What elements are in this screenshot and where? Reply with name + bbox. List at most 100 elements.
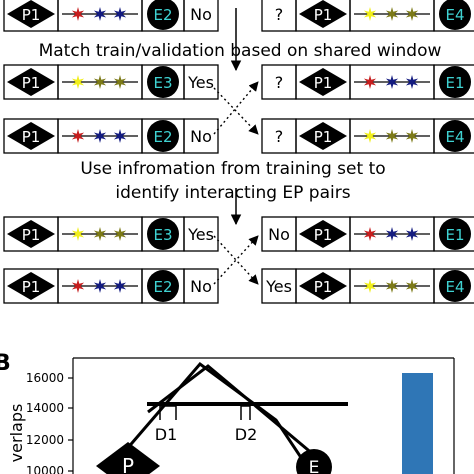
row-4-right-star-2: [385, 227, 399, 241]
row-2-left-label-box: [183, 64, 219, 100]
row-1-right-star-2: [385, 7, 399, 21]
d1-bracket: [159, 405, 177, 420]
row-3-right-star-2: [385, 129, 399, 143]
row-5-left-record: P1 E2 No: [3, 268, 219, 304]
row-5-left-star-1: [71, 279, 85, 293]
row-1-left-star-3: [113, 7, 127, 21]
row-3-right-promoter-diamond: [299, 122, 347, 150]
row-2-left-star-2: [93, 75, 107, 89]
row-3-left-label-box: [183, 118, 219, 154]
row-5-right-star-1: [363, 279, 377, 293]
row-1-right-star-1: [363, 7, 377, 21]
promoter-label: P: [122, 454, 134, 474]
promoter-diamond: [96, 442, 160, 474]
row-3-left-star-1: [71, 129, 85, 143]
row-2-left-star-1: [71, 75, 85, 89]
row-2-right-enhancer-box: [433, 64, 474, 100]
row-3-left-record: P1 E2 No: [3, 118, 219, 154]
row-4-right-record: P1 E1 No: [261, 216, 474, 252]
row-3-left-enhancer-circle: [147, 120, 179, 152]
row-4-left-label-text: Yes: [187, 225, 214, 244]
row-4-left-enhancer-label: E3: [153, 226, 172, 244]
row-4-right-promoter-label: P1: [314, 226, 333, 244]
enhancer-label: E: [309, 458, 320, 474]
arc-promoter: [124, 361, 314, 474]
row-5-left-enhancer-label: E2: [153, 278, 172, 296]
row-5-right-promoter-diamond: [299, 272, 347, 300]
row-1-right-enhancer-box: [433, 0, 474, 32]
row-4-left-enhancer-circle: [147, 218, 179, 250]
row-4-left-promoter-label: P1: [22, 226, 41, 244]
row-2-right-promoter-diamond: [299, 68, 347, 96]
row-5-right-star-2: [385, 279, 399, 293]
row-1-right-star-3: [405, 7, 419, 21]
row-3-right-enhancer-circle: [439, 120, 471, 152]
row-3-right-star-3: [405, 129, 419, 143]
row-1-left-star-1: [71, 7, 85, 21]
row-1-left-enhancer-circle: [147, 0, 179, 30]
row-2-right-star-3: [405, 75, 419, 89]
row-2-right-label-text: ?: [275, 73, 284, 92]
row-1-left-label-text: No: [190, 5, 212, 24]
row-5-left-promoter-label: P1: [22, 278, 41, 296]
panel-b-letter: B: [0, 351, 11, 376]
row-5-right-enhancer-label: E4: [445, 278, 464, 296]
caption-use-line2: identify interacting EP pairs: [115, 183, 350, 203]
d2-bracket: [240, 405, 251, 420]
caption-match: Match train/validation based on shared w…: [39, 41, 442, 61]
row-2-left-promoter-diamond: [7, 68, 55, 96]
row-4-left-label-box: [183, 216, 219, 252]
row-3-left-promoter-diamond: [7, 122, 55, 150]
row-3-left-star-2: [93, 129, 107, 143]
row-2-right-star-1: [363, 75, 377, 89]
row-5-left-label-text: No: [190, 277, 212, 296]
caption-use-line1: Use infromation from training set to: [80, 159, 385, 179]
cross-arrow-bottom-1: [213, 235, 259, 285]
row-1-left-label-box: [183, 0, 219, 32]
row-3-right-enhancer-box: [433, 118, 474, 154]
row-3-left-label-text: No: [190, 127, 212, 146]
row-2-right-promoter-label: P1: [314, 74, 333, 92]
row-2-right-star-2: [385, 75, 399, 89]
y-tick-label: 12000: [26, 433, 64, 447]
row-4-left-star-1: [71, 227, 85, 241]
row-3-right-label-text: ?: [275, 127, 284, 146]
d1-label: D1: [155, 425, 178, 444]
row-4-right-enhancer-label: E1: [445, 226, 464, 244]
row-4-right-enhancer-box: [433, 216, 474, 252]
row-5-left-enhancer-circle: [147, 270, 179, 302]
row-5-left-star-2: [93, 279, 107, 293]
y-tick-label: 14000: [26, 401, 64, 415]
row-5-right-star-3: [405, 279, 419, 293]
row-3-left-promoter-label: P1: [22, 128, 41, 146]
row-4-left-record: P1 E3 Yes: [3, 216, 219, 252]
row-1-right-promoter-label: P1: [314, 6, 333, 24]
row-4-right-star-3: [405, 227, 419, 241]
row-4-left-promoter-diamond: [7, 220, 55, 248]
row-1-right-enhancer-label: E4: [445, 6, 464, 24]
row-5-left-promoter-diamond: [7, 272, 55, 300]
cross-arrow-bottom-2: [213, 235, 259, 285]
panel-b-bar: [402, 373, 433, 474]
row-3-left-enhancer-label: E2: [153, 128, 172, 146]
row-3-right-promoter-label: P1: [314, 128, 333, 146]
row-1-right-enhancer-circle: [439, 0, 471, 30]
row-4-right-label-text: No: [268, 225, 290, 244]
y-tick-label: 10000: [26, 464, 64, 474]
row-4-left-star-2: [93, 227, 107, 241]
row-5-left-label-box: [183, 268, 219, 304]
row-4-right-enhancer-circle: [439, 218, 471, 250]
row-4-right-star-1: [363, 227, 377, 241]
row-3-right-star-1: [363, 129, 377, 143]
row-5-right-enhancer-box: [433, 268, 474, 304]
cross-arrow-top-2: [213, 81, 259, 135]
row-1-right-promoter-diamond: [299, 0, 347, 28]
